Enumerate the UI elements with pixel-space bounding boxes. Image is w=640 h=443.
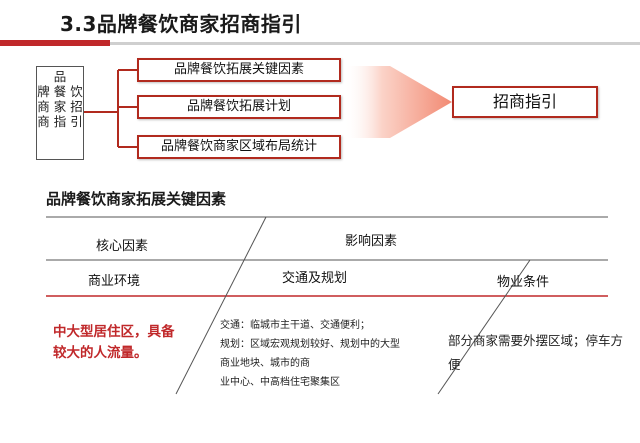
transport-line: 规划：区域宏观规划较好、规划中的大型 xyxy=(220,339,400,350)
transport-line: 交通：临城市主干道、交通便利； xyxy=(220,320,370,331)
header-accent-bar xyxy=(0,40,110,46)
transport-text: 交通：临城市主干道、交通便利； 规划：区域宏观规划较好、规划中的大型 商业地块、… xyxy=(220,316,460,392)
source-box-char: 引 xyxy=(70,114,83,129)
branch-box-regional-stats: 品牌餐饮商家区域布局统计 xyxy=(137,135,341,159)
transport-line: 业中心、中高档住宅聚集区 xyxy=(220,377,340,388)
source-box-char: 餐 xyxy=(53,84,67,99)
source-box-char: 招 xyxy=(70,99,83,114)
source-box-char: 商 xyxy=(37,99,50,114)
source-box-char: 饮 xyxy=(70,84,83,99)
source-box-char: 牌 xyxy=(37,84,50,99)
table-col-transport: 交通及规划 xyxy=(282,271,348,286)
transport-line: 商业地块、城市的商 xyxy=(220,358,310,369)
table-col-property: 物业条件 xyxy=(497,275,550,290)
source-box-char: 品 xyxy=(53,69,67,84)
target-box: 招商指引 xyxy=(452,86,598,118)
core-factor-text: 中大型居住区，具备较大的人流量。 xyxy=(53,324,175,361)
section-title: 品牌餐饮商家拓展关键因素 xyxy=(46,190,227,208)
diagram-source-box: 品 牌 餐 饮 商 家 招 商 指 引 xyxy=(36,66,84,160)
page-title: 3.3品牌餐饮商家招商指引 xyxy=(60,12,302,36)
branch-box-key-factors: 品牌餐饮拓展关键因素 xyxy=(137,58,341,82)
source-box-char: 指 xyxy=(53,114,67,129)
table-header-core: 核心因素 xyxy=(96,239,149,254)
table-row-label: 商业环境 xyxy=(88,274,141,289)
table-header-impact: 影响因素 xyxy=(345,234,398,249)
source-box-char: 商 xyxy=(37,114,50,129)
header-divider-bar xyxy=(110,42,640,45)
branch-box-plan: 品牌餐饮拓展计划 xyxy=(137,95,341,119)
table-diagonal-1 xyxy=(175,216,267,395)
flow-arrow-shape xyxy=(344,66,452,138)
property-text: 部分商家需要外摆区域；停车方便 xyxy=(448,333,624,372)
source-box-char: 家 xyxy=(53,99,67,114)
table-diagonal-2 xyxy=(437,259,531,395)
